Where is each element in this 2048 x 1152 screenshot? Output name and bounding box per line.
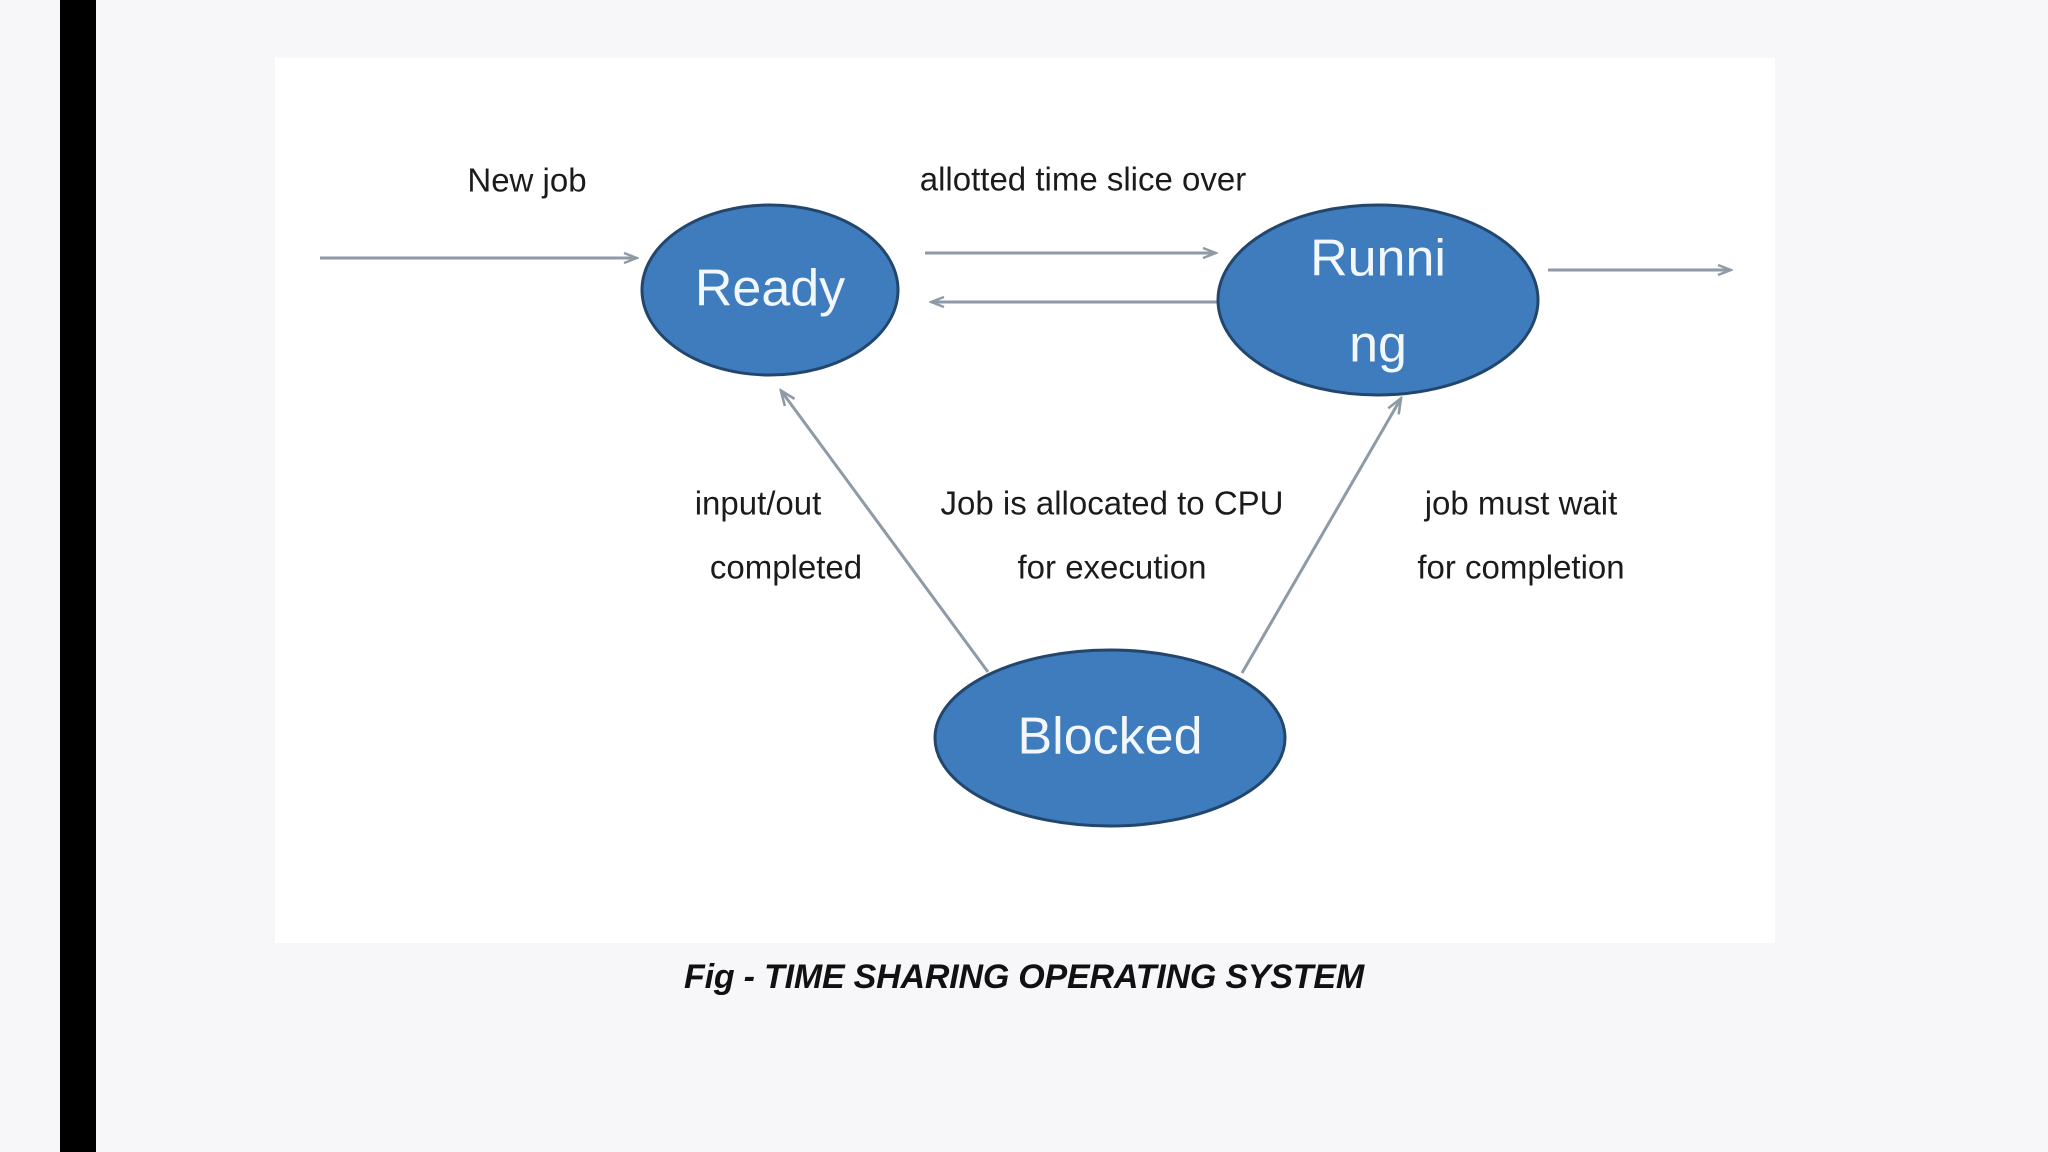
left-black-bar xyxy=(60,0,96,1152)
diagram-panel xyxy=(275,58,1775,943)
figure-caption: Fig - TIME SHARING OPERATING SYSTEM xyxy=(684,958,1364,996)
